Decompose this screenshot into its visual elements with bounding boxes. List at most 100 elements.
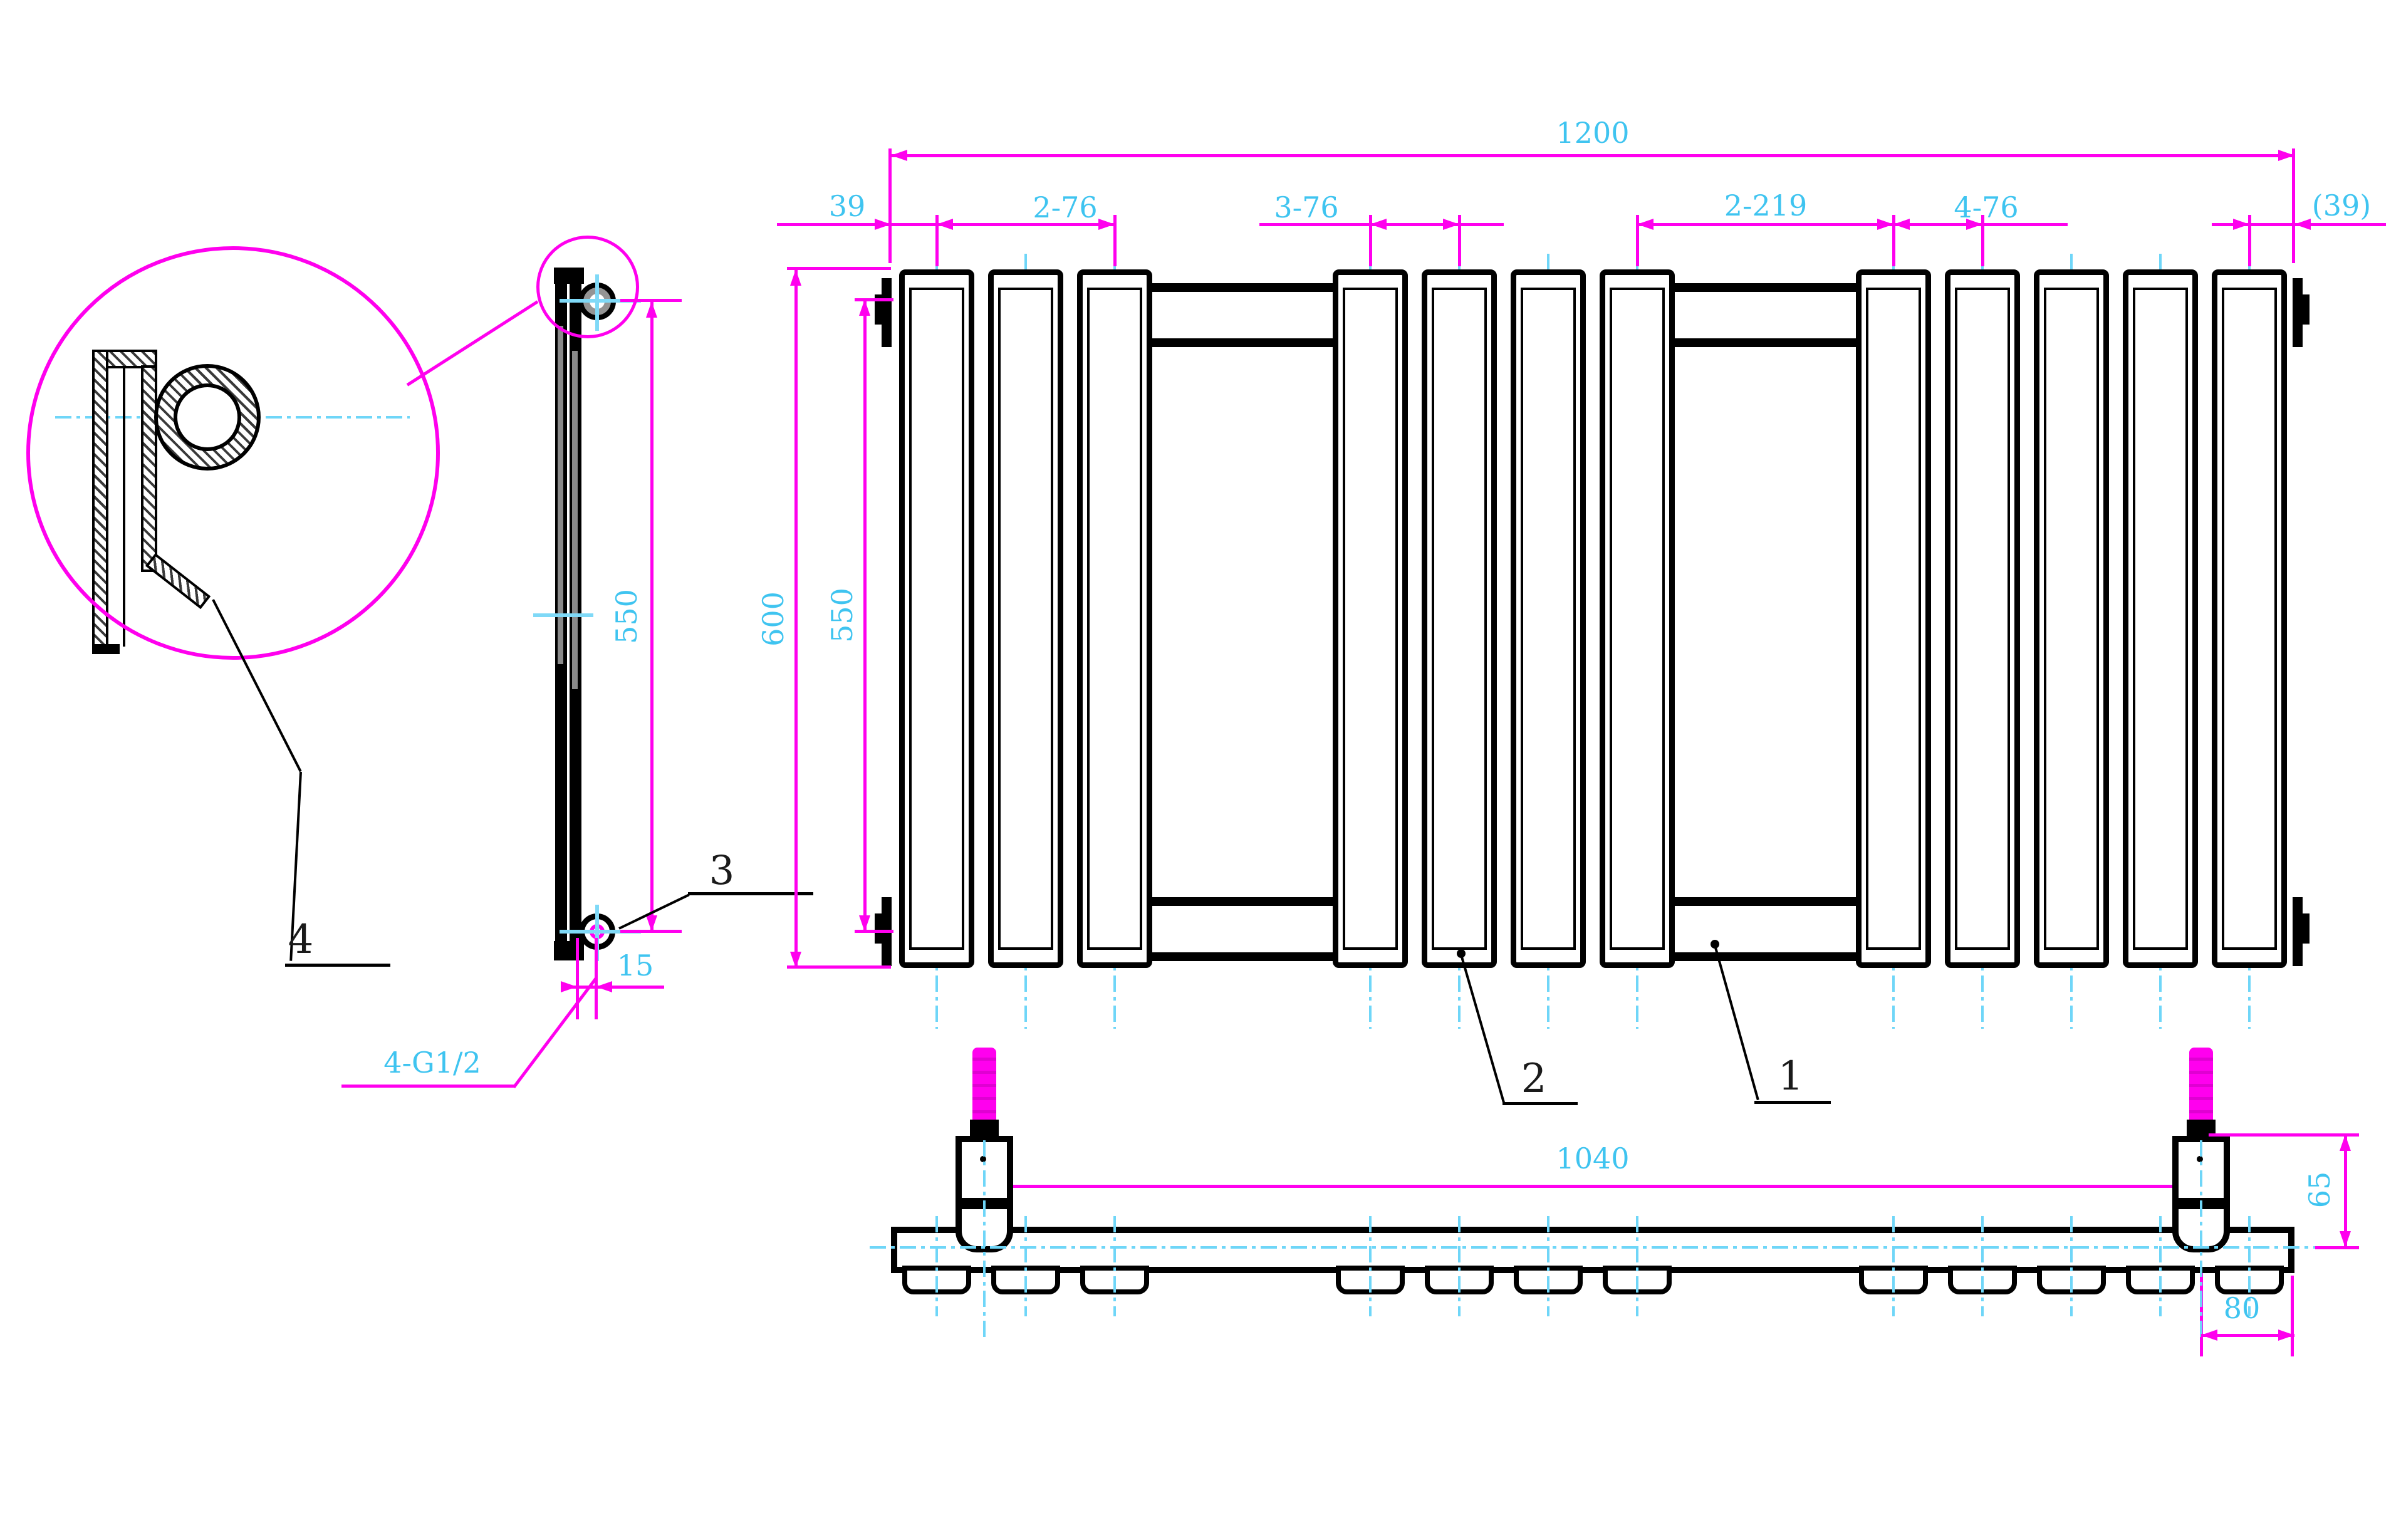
arrowhead <box>561 981 577 992</box>
leader-dot <box>1711 940 1719 949</box>
arrowhead <box>790 269 801 286</box>
ext-line <box>1636 215 1639 266</box>
section-channel-foot <box>92 644 120 654</box>
bottom-collector-tube-left <box>1152 897 1333 961</box>
arrowhead <box>1893 219 1910 230</box>
arrowhead <box>1877 219 1893 230</box>
tab-centerline <box>2248 1216 2251 1316</box>
part-label-3: 3 <box>709 848 735 894</box>
side-bottom-port-centerline-v <box>595 905 599 961</box>
side-bracket-strip-2 <box>572 351 578 689</box>
top-collector-tube-left <box>1152 283 1333 347</box>
front-39-dim-text: 39 <box>828 189 866 223</box>
side-550-dim-line <box>650 301 654 932</box>
tab-centerline <box>1981 1216 1984 1316</box>
radiator-panel <box>2034 269 2109 968</box>
tab-centerline <box>935 1216 938 1316</box>
side-550-ext-top <box>620 299 682 302</box>
ext-line <box>2248 215 2251 266</box>
radiator-panel <box>1945 269 2020 968</box>
arrowhead <box>859 299 870 316</box>
side-15-dim-text: 15 <box>617 949 654 982</box>
stub-centerline <box>2200 1140 2202 1338</box>
arrowhead <box>2201 1329 2217 1341</box>
ext-line <box>787 267 891 270</box>
arrowhead <box>646 301 657 318</box>
arrowhead <box>646 915 657 932</box>
bottom-1040-dim-text: 1040 <box>1556 1142 1630 1175</box>
part-label-1: 1 <box>1778 1053 1804 1100</box>
wall-bracket <box>875 913 883 944</box>
front-3-76-dim-text: 3-76 <box>1274 190 1339 224</box>
arrowhead <box>2278 1329 2294 1341</box>
ext-line <box>1113 215 1117 266</box>
label-2-leader <box>1460 954 1506 1103</box>
radiator-panel <box>1600 269 1675 968</box>
part-label-4: 4 <box>288 917 314 963</box>
ext-line <box>1369 215 1372 266</box>
front-600-dim-line <box>794 269 798 968</box>
arrowhead <box>2294 219 2311 230</box>
side-mid-tick <box>533 613 593 617</box>
front-2-219-dim-text: 2-219 <box>1724 189 1808 222</box>
wall-bracket <box>2293 897 2303 966</box>
front-39r-dim-text: (39) <box>2311 189 2372 222</box>
front-600-dim-text: 600 <box>756 591 790 647</box>
tab-centerline <box>1024 1216 1027 1316</box>
bottom-65-dim-text: 65 <box>2303 1171 2336 1209</box>
arrowhead <box>790 952 801 968</box>
ext-line <box>855 930 893 933</box>
wall-bracket <box>882 278 892 347</box>
wall-bracket <box>2293 278 2303 347</box>
radiator-panel <box>1856 269 1931 968</box>
arrowhead <box>1443 219 1459 230</box>
tab-centerline <box>1892 1216 1895 1316</box>
arrowhead <box>859 915 870 932</box>
front-4-76-dim-text: 4-76 <box>1954 190 2019 224</box>
tab-centerline <box>1113 1216 1116 1316</box>
radiator-panel <box>988 269 1063 968</box>
arrowhead <box>2340 1135 2351 1151</box>
ext-line <box>1981 215 1984 266</box>
ext-line <box>1892 215 1895 266</box>
stud-collar <box>970 1120 999 1138</box>
side-bottom-port-centerline-h <box>560 930 641 934</box>
tab-centerline <box>1458 1216 1461 1316</box>
bottom-view-centerline <box>870 1246 2330 1249</box>
side-panel-bottom-cap <box>554 941 584 960</box>
label-1-underline <box>1754 1101 1831 1104</box>
front-2-76-dim-text: 2-76 <box>1033 190 1098 224</box>
radiator-panel <box>2212 269 2287 968</box>
tab-centerline <box>1369 1216 1372 1316</box>
thread-note-underline <box>341 1085 516 1088</box>
front-1200-dim-line <box>891 154 2294 157</box>
label-1-leader <box>1714 945 1759 1101</box>
bottom-65-dim-line <box>2344 1135 2347 1247</box>
ext-line <box>2315 1246 2359 1249</box>
ext-line <box>935 215 939 266</box>
detail-circle <box>26 246 440 660</box>
tab-centerline <box>2159 1216 2162 1316</box>
part-label-2: 2 <box>1521 1056 1547 1102</box>
side-15-ext-left <box>576 938 579 1019</box>
arrowhead <box>1637 219 1653 230</box>
front-1200-dim-text: 1200 <box>1556 116 1630 150</box>
front-pitch-dim-line <box>1637 223 2068 226</box>
wall-bracket <box>2301 294 2310 325</box>
side-bracket-strip-1 <box>558 326 563 664</box>
top-collector-tube-right <box>1675 283 1856 347</box>
ext-line <box>2291 1276 2294 1356</box>
front-550-dim-text: 550 <box>825 588 859 643</box>
thread-note-leader <box>513 977 598 1089</box>
radiator-panel <box>1077 269 1152 968</box>
bottom-1040-dim-line <box>984 1185 2201 1188</box>
radiator-panel <box>1422 269 1497 968</box>
radiator-panel <box>899 269 974 968</box>
arrowhead <box>937 219 953 230</box>
side-15-dim-line <box>566 986 664 989</box>
front-550-dim-line <box>863 299 867 932</box>
ext-line <box>855 298 893 301</box>
bottom-80-dim-text: 80 <box>2223 1291 2261 1325</box>
ext-line <box>787 965 891 969</box>
